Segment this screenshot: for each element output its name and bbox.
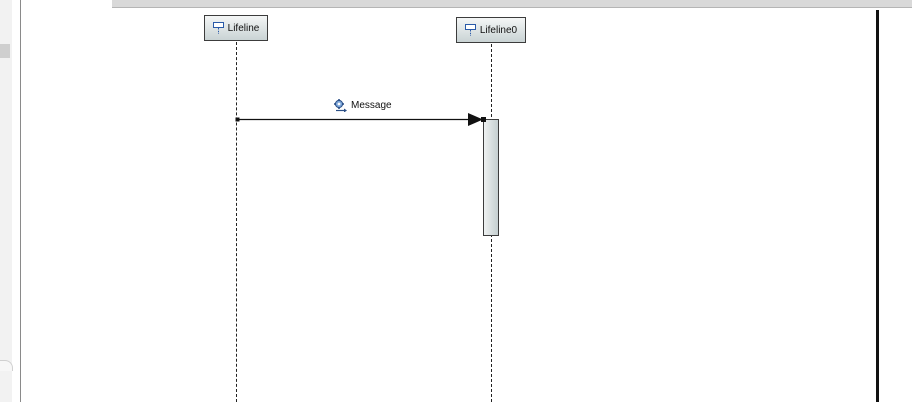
lifeline-icon: [212, 22, 224, 34]
activation-bar[interactable]: [483, 119, 499, 236]
lifeline-head-lifeline[interactable]: Lifeline: [204, 15, 268, 41]
lifeline-head-lifeline0[interactable]: Lifeline0: [456, 17, 526, 43]
lifeline-name: Lifeline0: [479, 24, 518, 36]
lifeline-dashed-line: [236, 42, 237, 402]
top-scroll-bar[interactable]: [112, 0, 912, 8]
left-gutter: [0, 0, 13, 402]
lifeline-name: Lifeline: [227, 22, 260, 34]
lifeline-icon: [464, 24, 476, 36]
gutter-tab[interactable]: [0, 360, 13, 371]
gutter-marker: [0, 44, 10, 58]
diagram-frame-boundary: [876, 10, 879, 402]
message-arrow[interactable]: [235, 113, 487, 126]
message-text: Message: [351, 100, 392, 111]
message-icon: [334, 99, 347, 113]
canvas-left-border: [20, 0, 21, 402]
message-label[interactable]: Message: [334, 99, 392, 113]
